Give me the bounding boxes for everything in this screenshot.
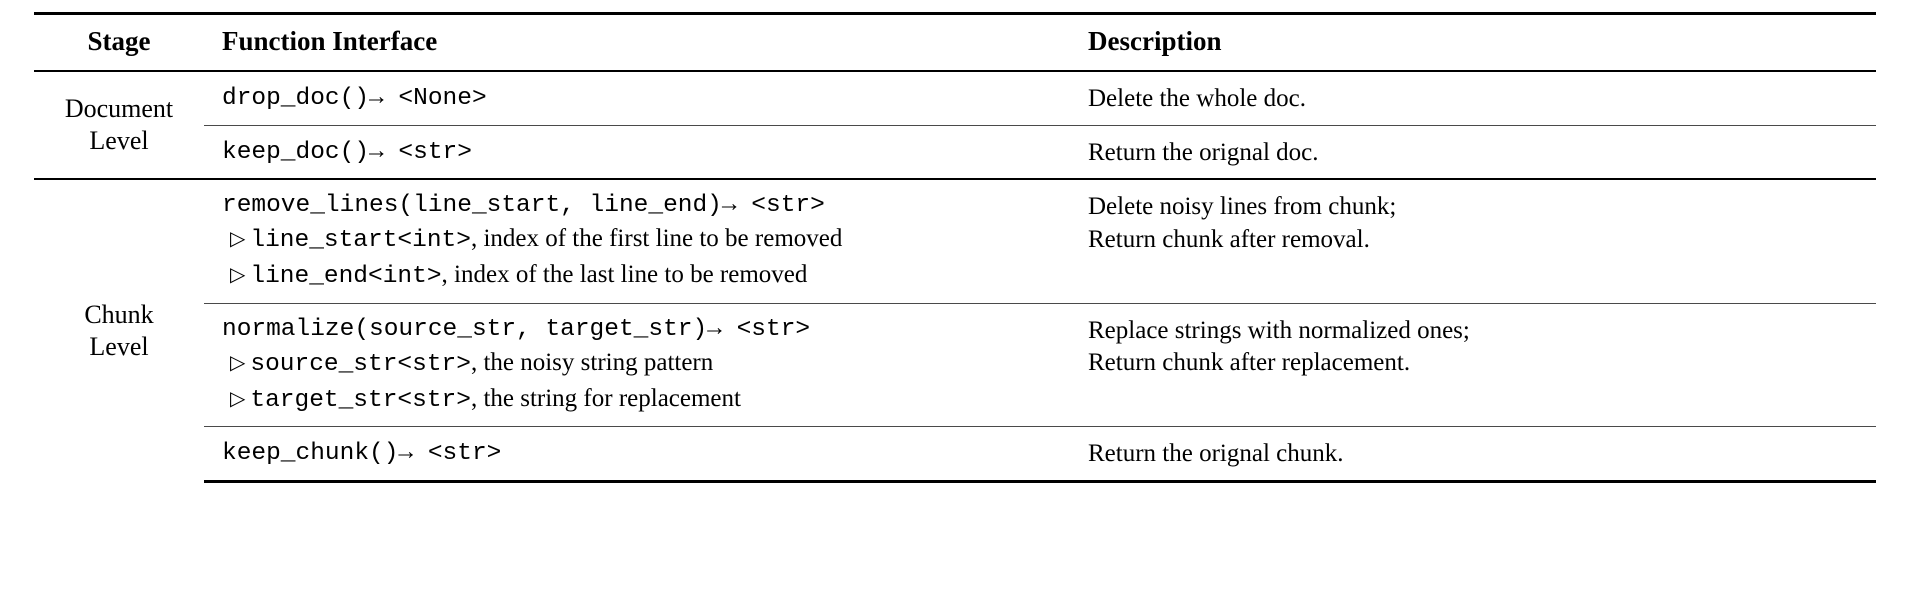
- function-interface-table: Stage Function Interface Description Doc…: [34, 12, 1876, 483]
- function-signature-cell: keep_doc()→ <str>: [204, 124, 1074, 180]
- function-signature-cell: drop_doc()→ <None>: [204, 70, 1074, 126]
- function-signature-remove-lines: remove_lines(line_start, line_end)→ <str…: [222, 192, 825, 220]
- parameter-line: ▷line_end<int>, index of the last line t…: [222, 258, 1074, 294]
- table-row: Chunk Level remove_lines(line_start, lin…: [34, 178, 1876, 482]
- parameter-text: , the noisy string pattern: [470, 348, 714, 376]
- table-row: keep_chunk()→ <str> Return the orignal c…: [34, 426, 1876, 483]
- column-header-function-interface: Function Interface: [204, 12, 1074, 72]
- description-line: Return chunk after removal.: [1088, 225, 1370, 253]
- triangle-bullet-icon: ▷: [230, 226, 246, 251]
- description-line: Delete the whole doc.: [1088, 85, 1306, 113]
- triangle-bullet-icon: ▷: [230, 261, 246, 286]
- parameter-line: ▷source_str<str>, the noisy string patte…: [222, 346, 1074, 382]
- function-signature-cell: remove_lines(line_start, line_end)→ <str…: [204, 178, 1074, 304]
- parameter-text: , index of the last line to be removed: [441, 260, 808, 288]
- stage-label-line: Chunk: [84, 300, 154, 330]
- column-header-stage: Stage: [34, 12, 204, 72]
- parameter-text: , the string for replacement: [470, 384, 741, 412]
- parameter-code: line_start<int>: [250, 227, 471, 255]
- description-line: Replace strings with normalized ones;: [1088, 316, 1470, 344]
- table-body: Document Level drop_doc()→ <None> Delete…: [34, 70, 1876, 483]
- triangle-bullet-icon: ▷: [230, 349, 246, 374]
- function-signature-drop-doc: drop_doc()→ <None>: [222, 85, 487, 113]
- description-cell: Return the orignal doc.: [1074, 124, 1876, 180]
- parameter-code: source_str<str>: [250, 350, 471, 378]
- description-line: Return the orignal doc.: [1088, 138, 1319, 166]
- column-header-description: Description: [1074, 12, 1876, 72]
- function-signature-keep-chunk: keep_chunk()→ <str>: [222, 440, 502, 468]
- stage-label-line: Level: [89, 126, 149, 156]
- description-cell: Delete noisy lines from chunk; Return ch…: [1074, 178, 1876, 304]
- header-row: Stage Function Interface Description: [34, 12, 1876, 72]
- function-signature-cell: keep_chunk()→ <str>: [204, 426, 1074, 483]
- stage-label-document-level: Document Level: [34, 70, 204, 180]
- description-cell: Return the orignal chunk.: [1074, 426, 1876, 483]
- stage-label-line: Level: [89, 331, 149, 361]
- parameter-code: line_end<int>: [250, 262, 442, 290]
- triangle-bullet-icon: ▷: [230, 385, 246, 410]
- table-row: normalize(source_str, target_str)→ <str>…: [34, 302, 1876, 427]
- function-signature-cell: normalize(source_str, target_str)→ <str>…: [204, 302, 1074, 427]
- description-line: Return the orignal chunk.: [1088, 440, 1344, 468]
- table-row: Document Level drop_doc()→ <None> Delete…: [34, 70, 1876, 180]
- table-row: keep_doc()→ <str> Return the orignal doc…: [34, 124, 1876, 180]
- stage-label-chunk-level: Chunk Level: [34, 178, 204, 482]
- parameter-line: ▷line_start<int>, index of the first lin…: [222, 222, 1074, 258]
- description-cell: Delete the whole doc.: [1074, 70, 1876, 126]
- table-container: Stage Function Interface Description Doc…: [0, 12, 1910, 612]
- stage-label-line: Document: [64, 94, 174, 124]
- parameter-text: , index of the first line to be removed: [470, 225, 843, 253]
- function-signature-keep-doc: keep_doc()→ <str>: [222, 138, 472, 166]
- description-line: Return chunk after replacement.: [1088, 349, 1411, 377]
- parameter-line: ▷target_str<str>, the string for replace…: [222, 382, 1074, 418]
- parameter-code: target_str<str>: [250, 386, 471, 414]
- table-header: Stage Function Interface Description: [34, 12, 1876, 72]
- function-signature-normalize: normalize(source_str, target_str)→ <str>: [222, 315, 811, 343]
- description-cell: Replace strings with normalized ones; Re…: [1074, 302, 1876, 427]
- description-line: Delete noisy lines from chunk;: [1088, 193, 1397, 221]
